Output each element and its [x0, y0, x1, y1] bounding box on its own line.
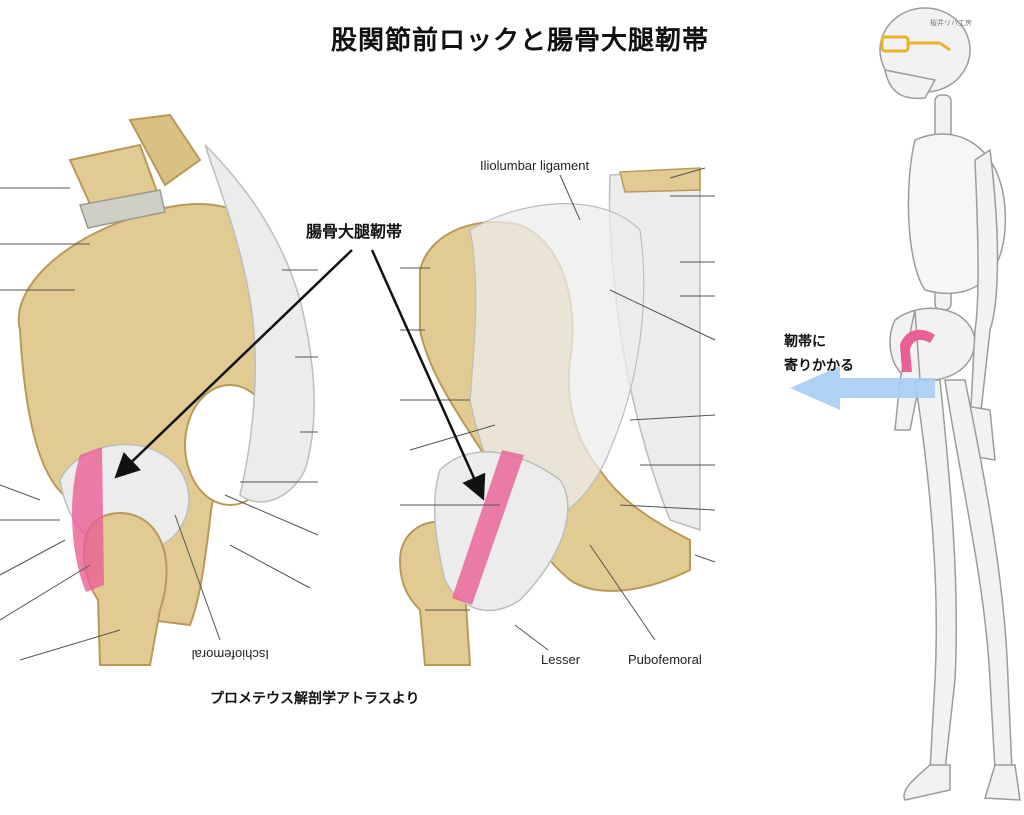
glasses-icon [880, 35, 951, 53]
callout-arrow-left [114, 249, 353, 479]
ischiofemoral-label: Ischiofemoral [192, 647, 269, 662]
jaw [884, 69, 937, 100]
right-ligament-highlight [452, 450, 524, 605]
lesser-label: Lesser [541, 652, 581, 667]
left-leader-lines [0, 187, 319, 661]
skeleton-figure [879, 7, 1021, 801]
foot-back [984, 764, 1021, 801]
left-disc [79, 189, 166, 229]
leg-front [914, 379, 958, 771]
foot-front [903, 764, 951, 801]
callout-label: 腸骨大腿靭帯 [306, 222, 403, 241]
callout-arrow-right [370, 249, 486, 501]
skeleton-ligament-highlight [900, 329, 935, 372]
skeleton-label-line1: 靭帯に [784, 334, 826, 350]
left-ligament-highlight [72, 447, 104, 592]
iliolumbar-label: Iliolumbar ligament [480, 158, 589, 173]
source-caption: プロメテウス解剖学アトラスより [210, 691, 420, 707]
right-leader-lines [400, 167, 716, 651]
right-ligament-sheet [469, 203, 645, 531]
page-title: 股関節前ロックと腸骨大腿靭帯 [330, 26, 709, 56]
lean-arrow-icon [790, 366, 935, 410]
skeleton-label-line2: 寄りかかる [784, 358, 854, 374]
left-sacral-ligament [204, 144, 315, 503]
left-sacrum-process [128, 113, 202, 187]
watermark-text: 桜井リハ工房 [930, 19, 972, 27]
pubofemoral-label: Pubofemoral [628, 652, 702, 667]
right-sacrum-bone-top [619, 167, 701, 193]
